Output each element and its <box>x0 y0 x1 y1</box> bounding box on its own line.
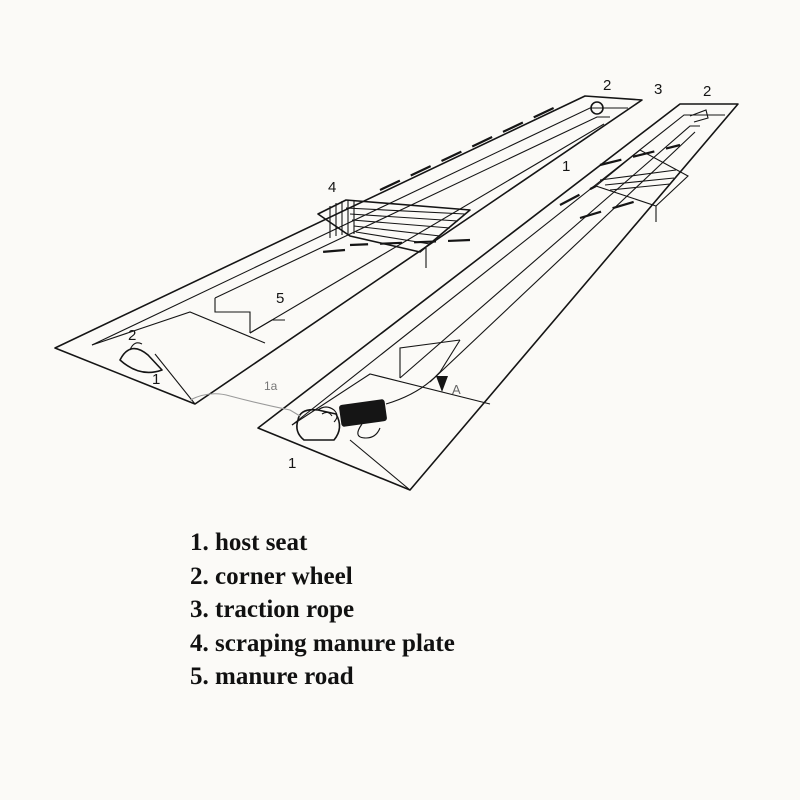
rope-dash-mid-right <box>579 198 641 220</box>
left-lane-outline <box>54 95 643 405</box>
scraper-slat <box>345 207 466 215</box>
label-corner-wheel-bottom-left-mark: 1 <box>152 371 160 388</box>
label-bottom-right-scribble: A <box>452 382 461 397</box>
rope-dash-bottom <box>349 238 471 247</box>
left-end-box <box>91 311 266 346</box>
upper-scraper-frame <box>594 149 689 207</box>
motor-block <box>339 399 387 427</box>
left-lane-inner-edge-a <box>91 107 628 346</box>
scraper-slat <box>353 225 441 237</box>
label-corner-wheel-top-left: 2 <box>603 77 611 94</box>
corner-wheel-bottom-left-pulley <box>129 342 143 351</box>
label-scraper-plate: 4 <box>328 179 336 196</box>
label-rope-scribble: 1a <box>264 379 278 393</box>
scraper-frame <box>317 199 471 253</box>
host-seat-unit <box>296 339 461 441</box>
corner-wheel-bottom-left-drawing <box>119 342 163 374</box>
upper-scraper-slat <box>604 177 675 186</box>
rope-arrow <box>436 376 448 392</box>
label-corner-wheel-top-right: 2 <box>703 83 711 100</box>
label-host-seat-lane: 1 <box>562 158 570 175</box>
right-lane-outline <box>257 103 739 491</box>
rope-dash-top-right <box>599 143 681 167</box>
legend-item-scraping-manure-plate: 4. scraping manure plate <box>190 629 455 657</box>
right-lane <box>257 103 739 491</box>
host-seat-gear <box>317 406 338 423</box>
corner-wheel-bottom-left-shape <box>119 347 163 374</box>
left-lane <box>54 95 643 405</box>
legend-item-host-seat: 1. host seat <box>190 529 308 556</box>
barn-manure-scraper-diagram: 2 3 2 1 4 5 2 1 1 1a A <box>54 77 739 491</box>
legend-item-traction-rope: 3. traction rope <box>190 596 355 623</box>
right-mid-box <box>399 339 461 378</box>
right-lane-inner-edge-a <box>291 114 725 426</box>
scraping-manure-plate <box>317 199 471 268</box>
motor-cable <box>357 423 381 439</box>
right-end-divider <box>349 439 411 491</box>
left-lane-inner-edge-b <box>214 116 610 299</box>
upper-scraper-slat <box>599 169 677 181</box>
traction-rope-right <box>559 143 681 220</box>
label-manure-road: 5 <box>276 290 284 307</box>
rope-dash-mid-left <box>559 185 597 206</box>
label-traction-rope: 3 <box>654 81 662 98</box>
manure-road-box <box>214 298 251 333</box>
rope-dash-short <box>321 248 346 254</box>
scraper-slat <box>351 219 451 229</box>
right-lane-inner-edge-b <box>399 125 700 379</box>
legend-item-corner-wheel: 2. corner wheel <box>190 562 353 590</box>
host-seat-base <box>296 408 341 441</box>
rope-to-motor <box>385 339 461 405</box>
left-lane-inner-edge-c <box>249 123 605 334</box>
legend-item-manure-road: 5. manure road <box>190 663 354 690</box>
manure-road-step <box>249 319 285 334</box>
rope-between-lanes <box>189 393 301 417</box>
corner-wheel-top-left-icon <box>590 101 604 115</box>
traction-rope-left <box>321 104 561 254</box>
upper-scraper-slat <box>609 183 671 191</box>
label-host-seat-bottom: 1 <box>288 455 296 472</box>
right-end-box <box>291 373 491 426</box>
legend: 1. host seat 2. corner wheel 3. traction… <box>190 526 455 694</box>
label-corner-wheel-bottom-left: 2 <box>128 327 136 344</box>
scraper-slat <box>349 213 459 222</box>
top-right-corner-box <box>689 109 709 123</box>
left-end-divider <box>154 353 196 405</box>
